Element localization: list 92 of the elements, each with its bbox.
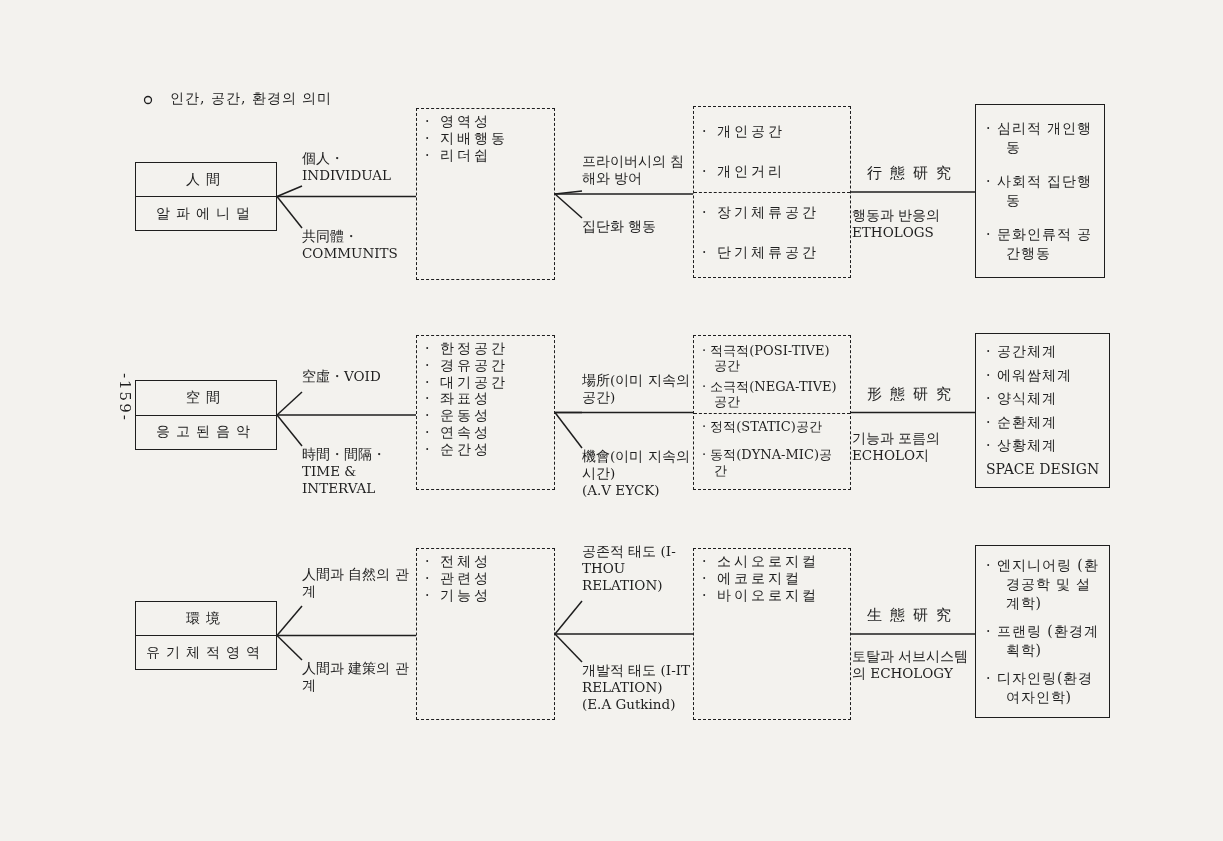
list-item: · 장기체류공간 bbox=[702, 203, 820, 221]
list-item: · 기능성 bbox=[425, 586, 492, 604]
list-item: · 개인공간 bbox=[702, 122, 786, 140]
dashed-box bbox=[693, 335, 851, 490]
list-item: · 상황체계 bbox=[986, 436, 1058, 456]
list-item: · 개인거리 bbox=[702, 163, 786, 181]
list-item: · 문화인류적 공간행동 bbox=[986, 225, 1094, 264]
connector-line bbox=[554, 193, 694, 195]
list-item: · 지배행동 bbox=[425, 129, 509, 147]
list-item: · 에워쌈체계 bbox=[986, 365, 1073, 385]
list-item: · 관련성 bbox=[425, 569, 492, 587]
page-number: -159- bbox=[115, 373, 134, 422]
branch-label: 時間・間隔・TIME & INTERVAL bbox=[302, 446, 387, 497]
list-item: · 에코로지컬 bbox=[702, 569, 803, 587]
branch-label: (E.A Gutkind) bbox=[582, 695, 677, 713]
annotation-text: 행동과 반응의 ETHOLOGS bbox=[852, 207, 942, 241]
connector-line bbox=[850, 411, 976, 414]
connector-line bbox=[850, 191, 976, 193]
dashed-box bbox=[693, 106, 851, 278]
title: 인간, 공간, 환경의 의미 bbox=[170, 90, 333, 108]
branch-label: (A.V EYCK) bbox=[582, 481, 661, 499]
list-item: · 엔지니어링 (환경공학 및 설계학) bbox=[986, 556, 1100, 614]
list-item: · 연속성 bbox=[425, 424, 492, 441]
split-box bbox=[135, 601, 277, 670]
branch-label: 공존적 태도 (I-THOU RELATION) bbox=[582, 543, 677, 594]
connector-line bbox=[276, 391, 303, 416]
box-heading: 空間 bbox=[185, 387, 227, 407]
list-item: · 디자인링(환경여자인학) bbox=[986, 668, 1095, 707]
branch-label: 人間과 自然의 관계 bbox=[302, 566, 410, 600]
list-item: · 리더쉽 bbox=[425, 146, 492, 164]
list-item: · 소시오로지컬 bbox=[702, 553, 820, 570]
annotation-text: 기능과 포름의 ECHOLO지 bbox=[852, 430, 942, 464]
connector-line bbox=[276, 634, 303, 661]
branch-label: 人間과 建策의 관계 bbox=[302, 660, 410, 694]
list-item: · 경유공간 bbox=[425, 356, 509, 374]
connector-line bbox=[276, 634, 417, 637]
list-item: · 순간성 bbox=[425, 440, 492, 458]
list-item: · 좌표성 bbox=[425, 390, 492, 408]
dashed-box bbox=[416, 108, 555, 280]
branch-label: 場所(이미 지속의 공간) bbox=[582, 372, 691, 406]
list-item: · 동적(DYNA-MIC)공간 bbox=[702, 447, 833, 479]
list-item: · 공간체계 bbox=[986, 342, 1058, 362]
split-box bbox=[135, 380, 277, 450]
connector-line bbox=[554, 193, 583, 219]
list-item: · 대기공간 bbox=[425, 373, 509, 391]
annotation-text: 토탈과 서브시스템의 ECHOLOGY bbox=[852, 648, 970, 682]
list-item: · 한정공간 bbox=[425, 340, 509, 357]
box-heading: 人間 bbox=[185, 169, 227, 189]
list-item: · 프랜링 (환경계획학) bbox=[986, 622, 1100, 660]
connector-line bbox=[554, 411, 583, 449]
box-heading: 環境 bbox=[185, 608, 227, 628]
connector-line bbox=[276, 605, 303, 637]
list-item: · 사회적 집단행동 bbox=[986, 172, 1094, 210]
connector-line bbox=[554, 600, 583, 635]
connector-line bbox=[554, 633, 583, 663]
dashed-box bbox=[416, 335, 555, 490]
dashed-box bbox=[693, 548, 851, 720]
list-item: · 소극적(NEGA-TIVE)공간 bbox=[702, 378, 838, 410]
branch-label: 개발적 태도 (I-IT RELATION) bbox=[582, 662, 692, 696]
list-item: SPACE DESIGN bbox=[986, 459, 1101, 479]
branch-label: 個人・INDIVIDUAL bbox=[302, 150, 392, 184]
branch-label: 機會(이미 지속의 시간) bbox=[582, 448, 691, 482]
dashed-box bbox=[416, 548, 555, 720]
list-item: · 단기체류공간 bbox=[702, 244, 820, 262]
connector-line bbox=[276, 195, 417, 198]
branch-label: 共同體・COMMUNITS bbox=[302, 228, 399, 262]
connector-line bbox=[276, 195, 303, 229]
list-item: · 적극적(POSI-TIVE)공간 bbox=[702, 342, 831, 374]
split-box bbox=[135, 162, 277, 231]
list-item: · 순환체계 bbox=[986, 412, 1058, 432]
connector-line bbox=[554, 411, 694, 414]
result-box bbox=[975, 545, 1110, 718]
branch-label: 空虛・VOID bbox=[302, 368, 382, 385]
connector-line bbox=[276, 185, 303, 198]
connector-line bbox=[276, 414, 303, 447]
list-item: · 바이오로지컬 bbox=[702, 586, 820, 604]
box-subheading: 알파에니멀 bbox=[136, 196, 276, 230]
branch-label: 집단화 행동 bbox=[582, 218, 658, 235]
list-item: · 양식체계 bbox=[986, 389, 1058, 409]
list-item: · 정적(STATIC)공간 bbox=[702, 418, 823, 435]
connector-line bbox=[554, 633, 694, 635]
list-item: · 전체성 bbox=[425, 553, 492, 570]
box-subheading: 유기체적영역 bbox=[136, 635, 276, 669]
connector-line bbox=[850, 633, 976, 635]
result-box bbox=[975, 333, 1110, 488]
box-subheading: 응고된음악 bbox=[136, 414, 276, 449]
list-item: · 심리적 개인행동 bbox=[986, 118, 1094, 157]
connector-line bbox=[276, 414, 417, 416]
branch-label: 프라이버시의 침해와 방어 bbox=[582, 153, 686, 187]
list-item: · 운동성 bbox=[425, 407, 492, 424]
result-box bbox=[975, 104, 1105, 278]
list-item: · 영역성 bbox=[425, 113, 492, 130]
